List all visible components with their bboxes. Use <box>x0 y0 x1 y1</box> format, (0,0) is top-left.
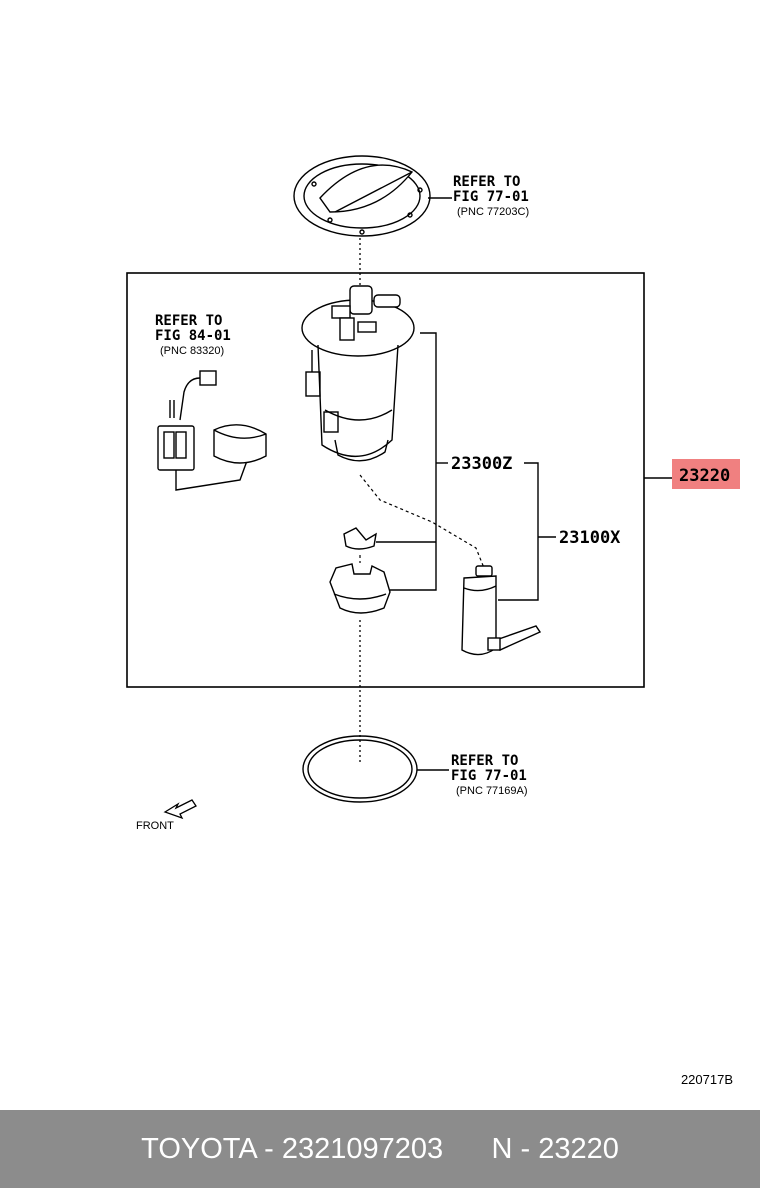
highlight-23220 <box>672 459 740 489</box>
bracket-23300z <box>376 332 448 591</box>
part-number-23220: 23220 <box>679 466 730 486</box>
gasket-ref-line2: FIG 77-01 <box>451 768 527 784</box>
parts-diagram: REFER TO FIG 77-01 (PNC 77203C) REFER TO… <box>126 155 740 1087</box>
sender-ref-line1: REFER TO <box>155 313 222 329</box>
bracket-23100x <box>498 462 556 601</box>
gasket-ref-line3: (PNC 77169A) <box>456 785 528 797</box>
sender-ref-line2: FIG 84-01 <box>155 328 231 344</box>
fuel-pump-drawing <box>461 565 542 656</box>
footer-pnc: N - 23220 <box>491 1132 619 1165</box>
part-number-23300z: 23300Z <box>451 454 512 474</box>
part-number-23100x: 23100X <box>559 528 621 548</box>
front-label: FRONT <box>136 820 174 832</box>
pump-module-drawing <box>301 285 415 462</box>
front-arrow-icon <box>163 799 197 820</box>
retainer-ref-line1: REFER TO <box>453 174 520 190</box>
gasket-drawing <box>302 735 418 803</box>
clip-drawing <box>343 527 377 550</box>
holder-drawing <box>329 563 391 614</box>
assembly-frame <box>126 272 645 688</box>
gasket-ref-line1: REFER TO <box>451 753 518 769</box>
footer-bar: TOYOTA - 2321097203 N - 23220 <box>0 1110 760 1188</box>
drawing-id: 220717B <box>681 1072 733 1087</box>
retainer-ring-drawing <box>293 155 431 237</box>
sender-ref-line3: (PNC 83320) <box>160 345 224 357</box>
retainer-ref-line2: FIG 77-01 <box>453 189 529 205</box>
retainer-ref-line3: (PNC 77203C) <box>457 206 529 218</box>
dash-path-module-pump <box>359 474 485 569</box>
sender-gauge-drawing <box>157 370 267 491</box>
footer-part-number: TOYOTA - 2321097203 <box>141 1132 444 1165</box>
